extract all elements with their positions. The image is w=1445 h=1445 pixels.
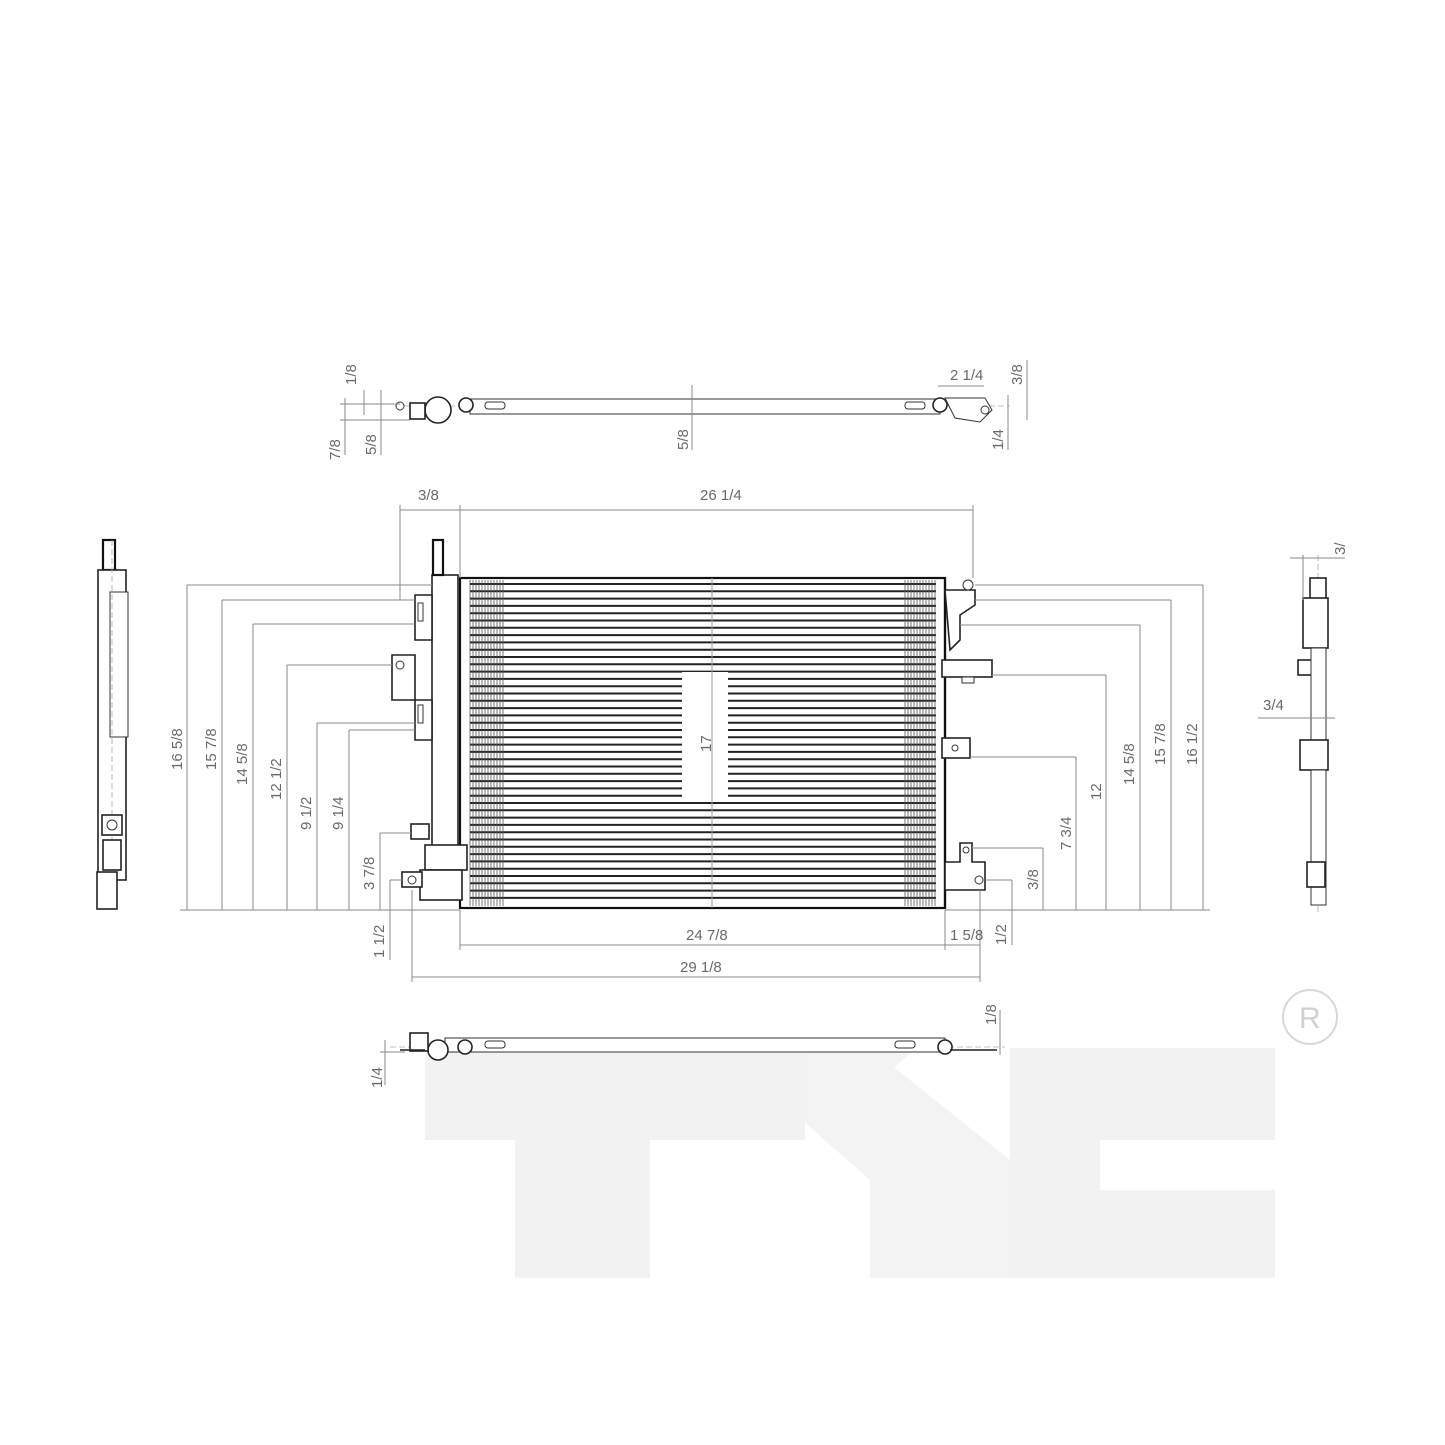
tyc-watermark: R — [425, 989, 1338, 1278]
top-view: 1/8 7/8 5/8 5/8 2 1/4 3/8 1/4 — [327, 360, 1028, 460]
front-dim-top-width: 26 1/4 — [700, 487, 742, 504]
registered-mark-icon — [1282, 989, 1338, 1045]
top-dim-right-width: 2 1/4 — [950, 367, 983, 384]
front-right-dim-lines — [960, 584, 1204, 945]
front-dim-left-1: 16 5/8 — [169, 728, 186, 770]
front-dim-right-1: 16 1/2 — [1184, 723, 1201, 765]
front-dim-right-6: 3/8 — [1025, 869, 1042, 890]
front-dim-left-4: 12 1/2 — [268, 758, 285, 800]
front-dim-bottom-core: 24 7/8 — [686, 927, 728, 944]
front-dim-left-5: 9 1/2 — [298, 797, 315, 830]
front-dim-right-7: 1/2 — [993, 924, 1010, 945]
front-dim-core-height: 17 — [698, 735, 715, 752]
front-dim-right-2: 15 7/8 — [1152, 723, 1169, 765]
bottom-dim-left: 1/4 — [369, 1067, 386, 1088]
top-dim-left-c: 5/8 — [363, 434, 380, 455]
front-dim-right-5: 7 3/4 — [1058, 817, 1075, 850]
front-dim-top-left: 3/8 — [418, 487, 439, 504]
registered-mark: R — [1299, 1002, 1321, 1035]
left-side-view — [96, 538, 129, 910]
top-dim-right-b: 1/4 — [990, 429, 1007, 450]
right-side-view: 3/ 3/4 — [1258, 542, 1349, 915]
right-dim-top: 3/ — [1332, 542, 1349, 555]
bottom-view: 1/4 1/8 — [369, 1004, 1005, 1088]
front-dim-left-6: 9 1/4 — [330, 797, 347, 830]
right-dim-mid: 3/4 — [1263, 697, 1284, 714]
top-dim-left-a: 1/8 — [343, 364, 360, 385]
front-dim-bottom-right-offset: 1 5/8 — [950, 927, 983, 944]
front-dim-bottom-overall: 29 1/8 — [680, 959, 722, 976]
top-dim-left-b: 7/8 — [327, 439, 344, 460]
front-left-dim-lines — [186, 584, 432, 960]
front-dim-left-7: 3 7/8 — [361, 857, 378, 890]
bottom-dim-right: 1/8 — [983, 1004, 1000, 1025]
top-dim-right-a: 3/8 — [1009, 364, 1026, 385]
front-view: 17 3/8 26 1/4 — [169, 487, 1210, 982]
front-dim-left-2: 15 7/8 — [203, 728, 220, 770]
front-dim-left-8: 1 1/2 — [371, 925, 388, 958]
front-dim-right-3: 14 5/8 — [1121, 743, 1138, 785]
top-dim-center: 5/8 — [675, 429, 692, 450]
front-dim-right-4: 12 — [1088, 783, 1105, 800]
front-dim-left-3: 14 5/8 — [234, 743, 251, 785]
